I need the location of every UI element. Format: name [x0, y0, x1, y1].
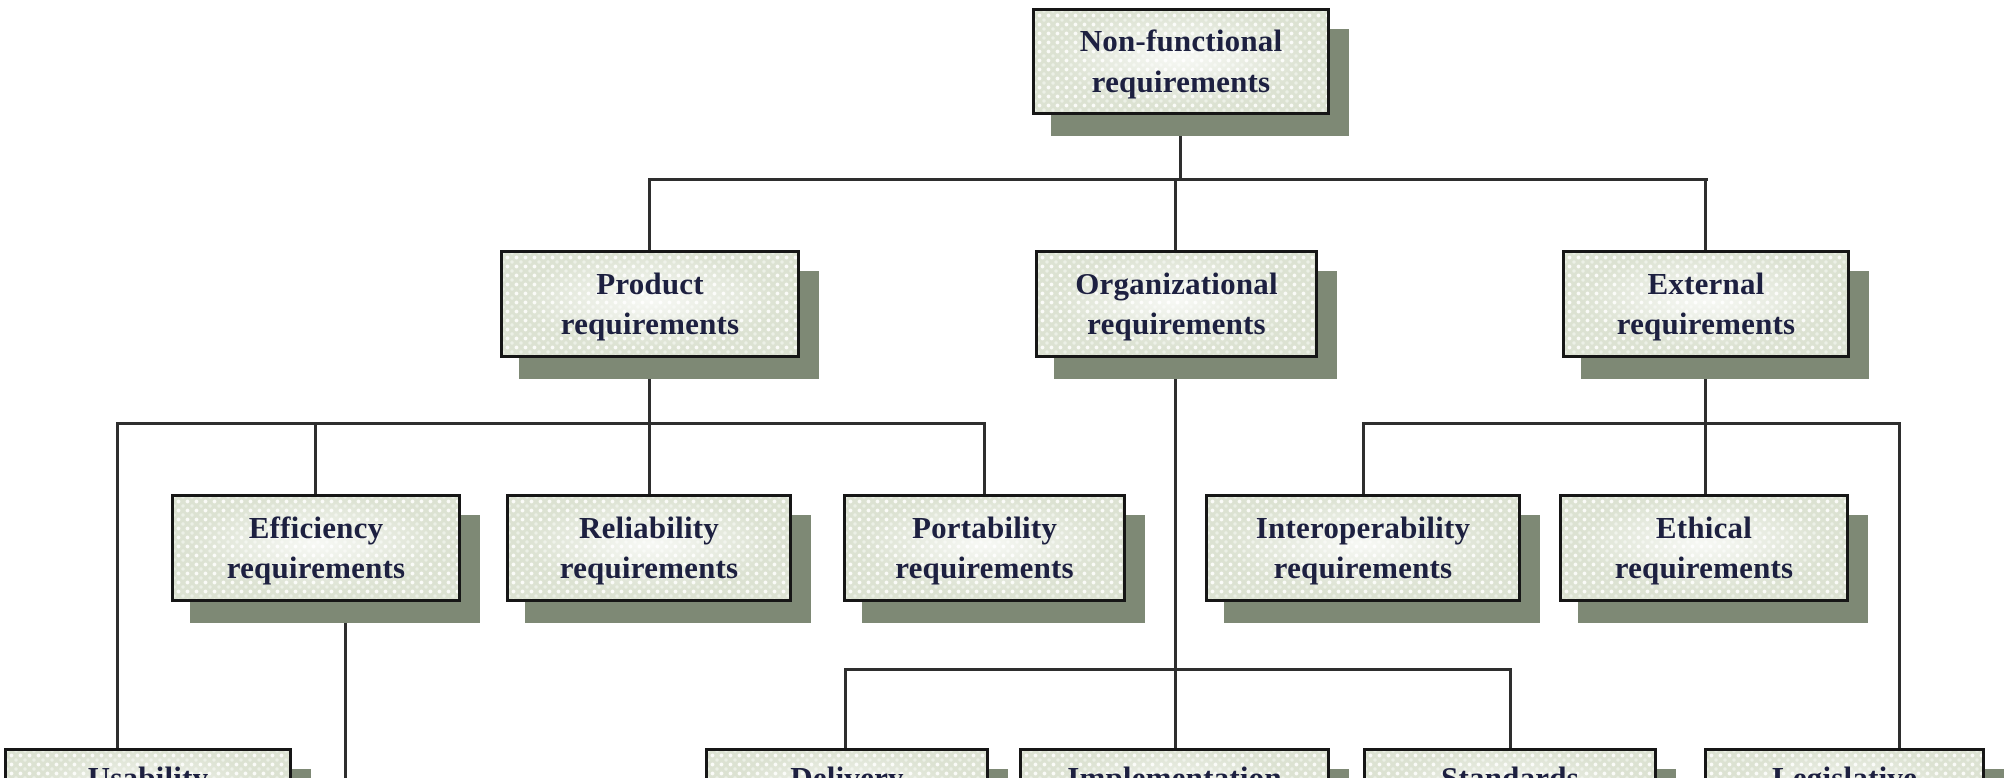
node-portability-requirements: Portability requirements	[843, 494, 1126, 602]
connector-drop-usability	[116, 422, 119, 750]
connector-drop-standards	[1509, 668, 1512, 750]
node-external-requirements: External requirements	[1562, 250, 1850, 358]
connector-external-stem	[1704, 358, 1707, 494]
connector-level2-rail	[648, 178, 1708, 181]
node-implementation-requirements: Implementation	[1019, 748, 1330, 778]
connector-drop-legislative	[1898, 422, 1901, 750]
node-efficiency-requirements: Efficiency requirements	[171, 494, 461, 602]
node-standards-requirements: Standards	[1363, 748, 1657, 778]
node-ethical-requirements: Ethical requirements	[1559, 494, 1849, 602]
connector-product-stem	[648, 358, 651, 494]
node-label-interoperability: Interoperability requirements	[1255, 509, 1471, 585]
node-delivery-requirements: Delivery	[705, 748, 989, 778]
node-label-legislative: Legislative	[1771, 760, 1918, 778]
node-organizational-requirements: Organizational requirements	[1035, 250, 1318, 358]
node-label-ethical: Ethical requirements	[1614, 509, 1794, 585]
node-label-delivery: Delivery	[790, 760, 904, 778]
connector-drop-external	[1704, 178, 1707, 250]
connector-root-stem	[1179, 115, 1182, 180]
connector-drop-organizational	[1174, 178, 1177, 250]
connector-efficiency-children-stem	[344, 600, 347, 778]
node-non-functional-requirements: Non-functional requirements	[1032, 8, 1330, 115]
connector-drop-interoperability	[1362, 422, 1365, 494]
connector-product-rail	[116, 422, 986, 425]
node-label-external: External requirements	[1616, 265, 1796, 341]
node-label-product: Product requirements	[560, 265, 740, 341]
node-legislative-requirements: Legislative	[1704, 748, 1985, 778]
connector-drop-efficiency	[314, 422, 317, 494]
connector-organizational-rail	[844, 668, 1512, 671]
node-label-efficiency: Efficiency requirements	[226, 509, 406, 585]
node-label-usability: Usability	[87, 760, 209, 778]
connector-drop-delivery	[844, 668, 847, 750]
node-label-organizational: Organizational requirements	[1075, 265, 1278, 341]
node-label-implementation: Implementation	[1067, 760, 1282, 778]
connector-drop-portability	[983, 422, 986, 494]
connector-external-rail	[1362, 422, 1901, 425]
node-label-portability: Portability requirements	[895, 509, 1074, 585]
node-interoperability-requirements: Interoperability requirements	[1205, 494, 1521, 602]
node-product-requirements: Product requirements	[500, 250, 800, 358]
node-usability-requirements: Usability	[4, 748, 292, 778]
node-label-reliability: Reliability requirements	[559, 509, 739, 585]
connector-drop-product	[648, 178, 651, 250]
connector-organizational-stem	[1174, 358, 1177, 750]
node-reliability-requirements: Reliability requirements	[506, 494, 792, 602]
node-label-standards: Standards	[1441, 760, 1579, 778]
node-label-non-functional: Non-functional requirements	[1079, 23, 1283, 99]
